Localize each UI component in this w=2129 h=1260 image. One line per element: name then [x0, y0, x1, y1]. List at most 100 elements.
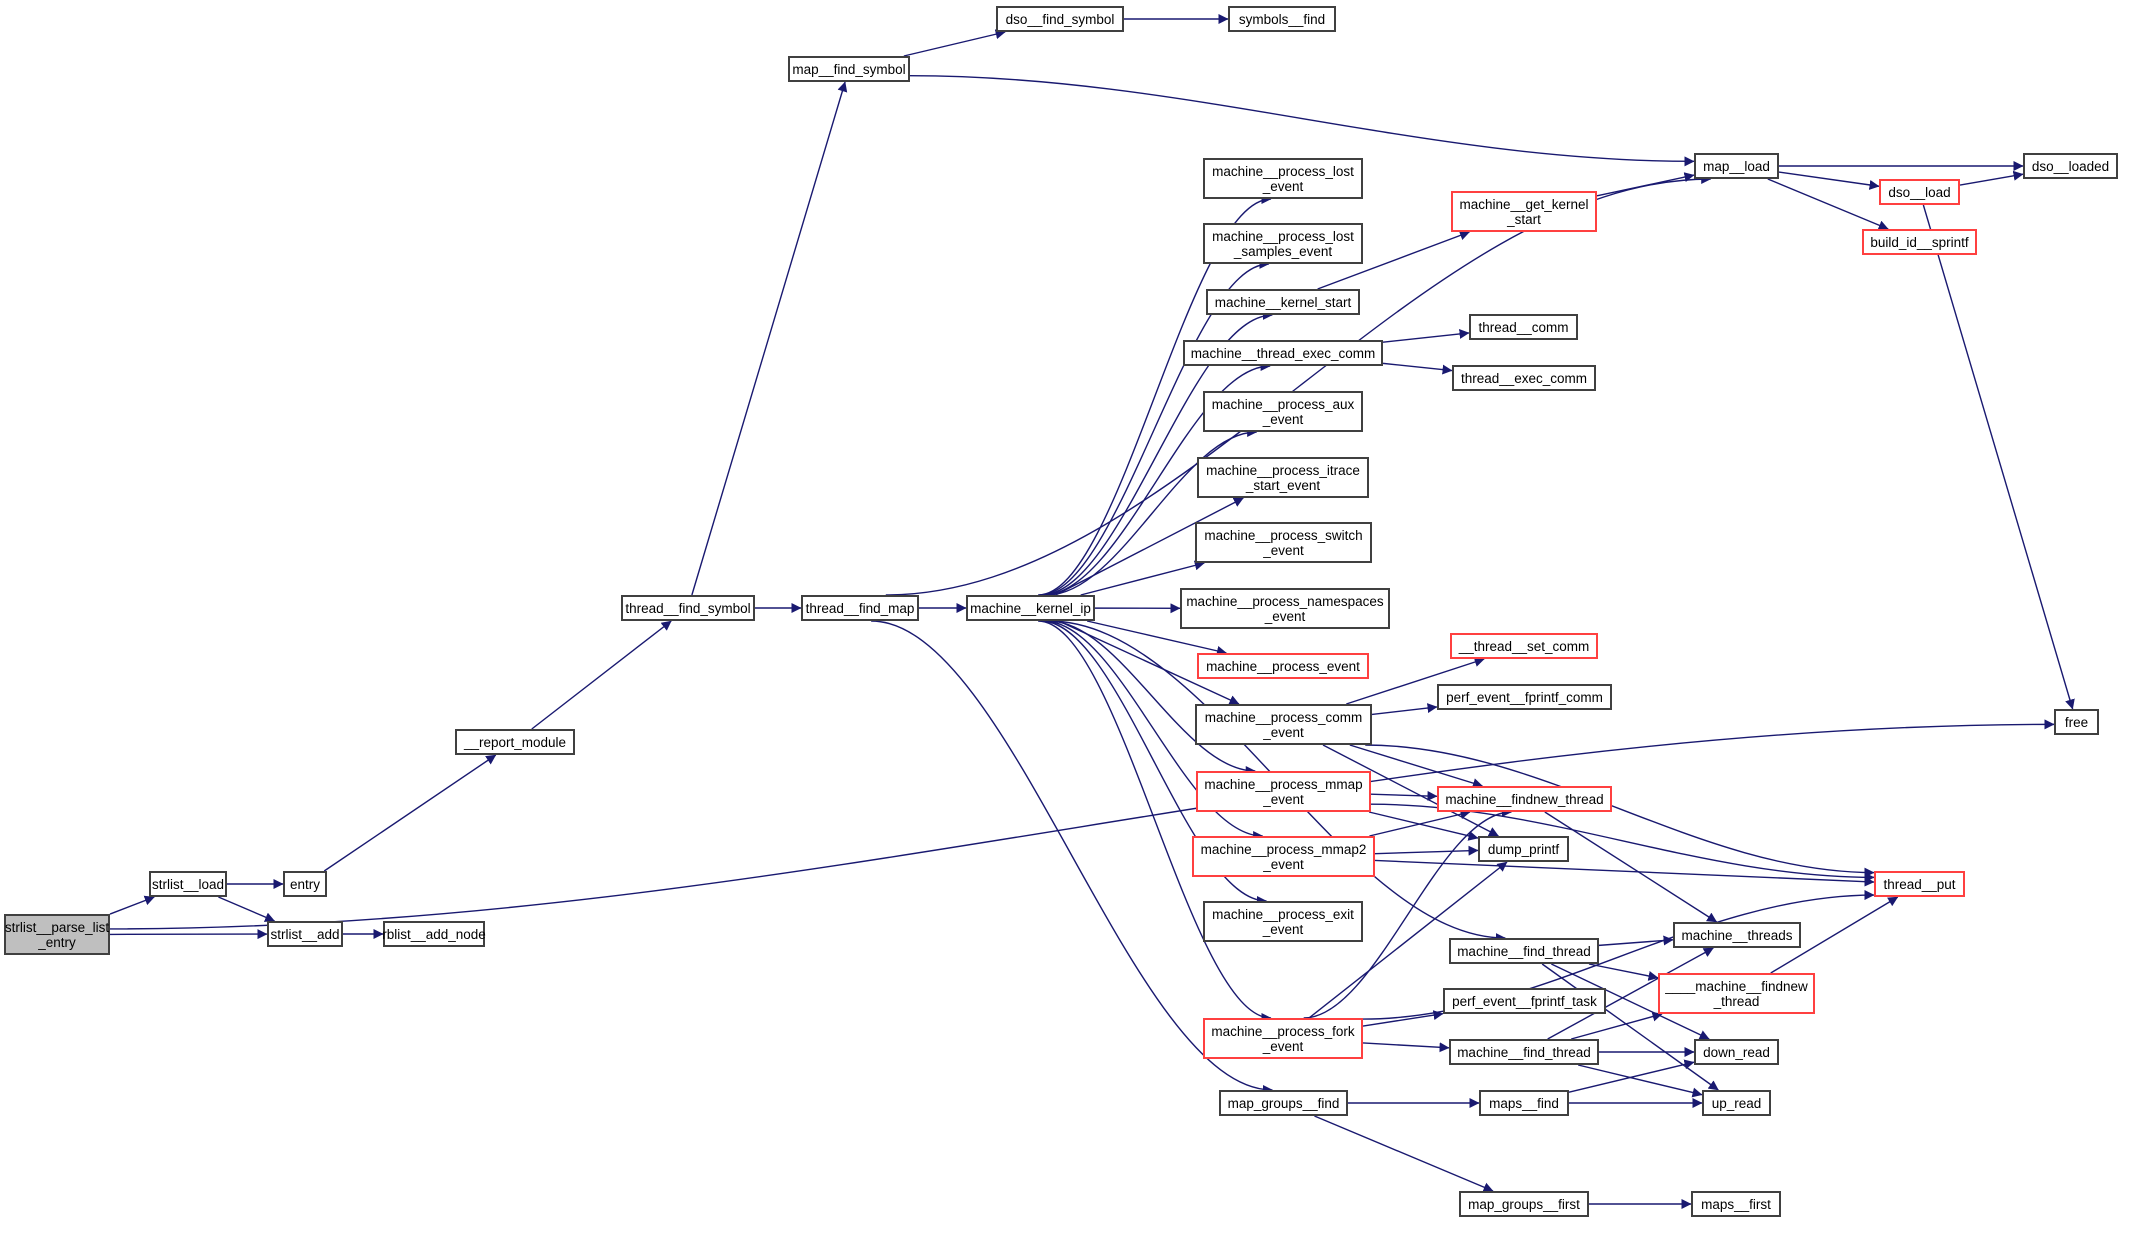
edge-machine__find_thread_b-to-____machine__findnew_thread	[1571, 1011, 1663, 1040]
node-maps-first[interactable]: maps__first	[1691, 1191, 1781, 1217]
node-machine-process-namespaces-event[interactable]: machine__process_namespaces _event	[1180, 588, 1390, 629]
edge-machine__kernel_ip-to-machine__process_lost_samples_event	[1039, 259, 1270, 596]
node-machine-process-itrace-start-event[interactable]: machine__process_itrace _start_event	[1197, 457, 1369, 498]
node-machine-findnew-thread[interactable]: machine__findnew_thread	[1437, 786, 1612, 812]
edge-machine__kernel_start-to-machine__get_kernel_start	[1317, 230, 1470, 290]
node-dso-load[interactable]: dso__load	[1879, 179, 1960, 205]
node-thread-find-symbol[interactable]: thread__find_symbol	[621, 595, 755, 621]
edge-machine__thread_exec_comm-to-thread__exec_comm	[1382, 362, 1453, 375]
edge-machine__process_fork_event-to-machine__findnew_thread	[1303, 807, 1512, 1019]
node-thread-put[interactable]: thread__put	[1874, 871, 1965, 897]
node-machine-findnew-thread-inner[interactable]: ____machine__findnew _thread	[1658, 973, 1815, 1014]
edge-machine__process_fork_event-to-perf_event__fprintf_task	[1362, 1010, 1444, 1027]
edge-machine__find_thread_a-to-down_read	[1551, 963, 1710, 1040]
edge-map__load-to-dso__load	[1778, 171, 1880, 190]
node-thread-find-map[interactable]: thread__find_map	[801, 595, 919, 621]
edge-machine__process_mmap_event-to-thread__put	[1370, 803, 1875, 883]
edge-machine__kernel_ip-to-machine__process_event	[1086, 620, 1227, 656]
edge-machine__kernel_ip-to-machine__thread_exec_comm	[1043, 361, 1271, 596]
node-machine-process-event[interactable]: machine__process_event	[1197, 653, 1369, 679]
edge-strlist__load-to-strlist__add	[218, 896, 276, 922]
edge-machine__process_comm_event-to-machine__findnew_thread	[1349, 744, 1483, 788]
node-machine-process-mmap2-event[interactable]: machine__process_mmap2 _event	[1192, 836, 1375, 877]
edge-machine__thread_exec_comm-to-thread__comm	[1382, 328, 1470, 343]
node-machine-kernel-start[interactable]: machine__kernel_start	[1206, 289, 1360, 315]
edge-map__load-to-build_id__sprintf	[1767, 178, 1889, 230]
node-free[interactable]: free	[2054, 709, 2099, 735]
node-dso-find-symbol[interactable]: dso__find_symbol	[996, 6, 1124, 32]
node-thread-exec-comm[interactable]: thread__exec_comm	[1452, 365, 1596, 391]
edge-__report_module-to-thread__find_symbol	[531, 620, 672, 730]
node-map-load[interactable]: map__load	[1694, 153, 1779, 179]
edge-machine__kernel_ip-to-machine__process_fork_event	[1038, 620, 1272, 1023]
edge-thread__find_map-to-map_groups__find	[871, 620, 1273, 1095]
edge-strlist__parse_list_entry-to-free	[109, 719, 2055, 930]
node-maps-find[interactable]: maps__find	[1479, 1090, 1569, 1116]
node-dso-loaded[interactable]: dso__loaded	[2023, 153, 2118, 179]
edge-machine__find_thread_b-to-up_read	[1578, 1064, 1703, 1098]
edge-machine__kernel_ip-to-machine__process_switch_event	[1080, 560, 1205, 596]
edge-machine__process_comm_event-to-thread__put	[1365, 744, 1875, 878]
edge-machine__process_mmap_event-to-machine__findnew_thread	[1370, 790, 1438, 801]
edge-machine__find_thread_b-to-machine__threads	[1547, 947, 1714, 1040]
edge-strlist__parse_list_entry-to-strlist__load	[109, 895, 155, 915]
node-machine-process-comm-event[interactable]: machine__process_comm _event	[1195, 704, 1372, 745]
node-entry[interactable]: entry	[283, 871, 327, 897]
node-map-groups-find[interactable]: map_groups__find	[1219, 1090, 1348, 1116]
node-machine-threads[interactable]: machine__threads	[1673, 922, 1801, 948]
edge-machine__process_mmap2_event-to-machine__findnew_thread	[1369, 809, 1471, 837]
edge-map__find_symbol-to-dso__find_symbol	[903, 29, 1006, 57]
node-rblist-add-node[interactable]: rblist__add_node	[382, 921, 486, 947]
edge-machine__process_mmap2_event-to-thread__put	[1374, 859, 1875, 887]
edge-machine__process_mmap_event-to-dump_printf	[1368, 811, 1479, 841]
node-machine-process-aux-event[interactable]: machine__process_aux _event	[1203, 391, 1363, 432]
node-machine-find-thread-upper[interactable]: machine__find_thread	[1449, 938, 1599, 964]
node-thread-comm[interactable]: thread__comm	[1469, 314, 1578, 340]
node-perf-event-fprintf-comm[interactable]: perf_event__fprintf_comm	[1437, 684, 1612, 710]
edge-machine__kernel_ip-to-machine__process_aux_event	[1047, 427, 1258, 596]
edge-machine__process_fork_event-to-dump_printf	[1308, 861, 1508, 1019]
node-machine-kernel-ip[interactable]: machine__kernel_ip	[966, 595, 1095, 621]
edge-machine__kernel_ip-to-machine__process_itrace_start_event	[1055, 497, 1244, 596]
edge-machine__process_fork_event-to-thread__put	[1362, 890, 1875, 1020]
node-strlist-parse-list-entry: strlist__parse_list _entry	[4, 914, 110, 955]
edge-____machine__findnew_thread-to-thread__put	[1770, 896, 1899, 974]
edge-machine__kernel_ip-to-machine__process_lost_event	[1038, 194, 1272, 596]
node-machine-process-lost-samples-event[interactable]: machine__process_lost _samples_event	[1203, 223, 1363, 264]
edge-machine__findnew_thread-to-machine__threads	[1544, 811, 1718, 923]
node-machine-get-kernel-start[interactable]: machine__get_kernel _start	[1451, 191, 1597, 232]
node-machine-thread-exec-comm[interactable]: machine__thread_exec_comm	[1183, 340, 1383, 366]
edge-machine__kernel_ip-to-machine__process_exit_event	[1040, 620, 1267, 906]
node-strlist-load[interactable]: strlist__load	[149, 871, 227, 897]
node-build-id-sprintf[interactable]: build_id__sprintf	[1862, 229, 1977, 255]
node-down-read[interactable]: down_read	[1694, 1039, 1779, 1065]
node-dump-printf[interactable]: dump_printf	[1478, 836, 1569, 862]
edge-machine__kernel_ip-to-machine__kernel_start	[1041, 310, 1273, 596]
edge-maps__find-to-down_read	[1568, 1059, 1695, 1093]
node-machine-process-exit-event[interactable]: machine__process_exit _event	[1203, 901, 1363, 942]
edge-map__find_symbol-to-map__load	[909, 74, 1695, 167]
edge-machine__get_kernel_start-to-map__load	[1596, 172, 1695, 197]
node-machine-find-thread-lower[interactable]: machine__find_thread	[1449, 1039, 1599, 1065]
edge-machine__process_mmap2_event-to-dump_printf	[1374, 845, 1479, 856]
edge-entry-to-__report_module	[323, 754, 497, 872]
node-report-module[interactable]: __report_module	[455, 729, 575, 755]
node-map-find-symbol[interactable]: map__find_symbol	[788, 56, 910, 82]
node-thread-set-comm[interactable]: __thread__set_comm	[1450, 633, 1598, 659]
node-map-groups-first[interactable]: map_groups__first	[1459, 1191, 1589, 1217]
edge-machine__process_comm_event-to-perf_event__fprintf_comm	[1371, 703, 1438, 716]
edge-map_groups__find-to-map_groups__first	[1314, 1115, 1494, 1192]
node-symbols-find[interactable]: symbols__find	[1228, 6, 1336, 32]
node-machine-process-mmap-event[interactable]: machine__process_mmap _event	[1196, 771, 1371, 812]
edge-machine__find_thread_a-to-machine__threads	[1598, 935, 1674, 947]
node-machine-process-switch-event[interactable]: machine__process_switch _event	[1195, 522, 1372, 563]
node-machine-process-fork-event[interactable]: machine__process_fork _event	[1203, 1018, 1363, 1059]
edge-machine__process_comm_event-to-__thread__set_comm	[1346, 657, 1485, 705]
edge-dso__load-to-dso__loaded	[1959, 170, 2024, 186]
node-up-read[interactable]: up_read	[1702, 1090, 1771, 1116]
node-perf-event-fprintf-task[interactable]: perf_event__fprintf_task	[1443, 988, 1606, 1014]
edge-machine__process_fork_event-to-machine__find_thread_b	[1362, 1042, 1450, 1053]
node-machine-process-lost-event[interactable]: machine__process_lost _event	[1203, 158, 1363, 199]
node-strlist-add[interactable]: strlist__add	[267, 921, 343, 947]
